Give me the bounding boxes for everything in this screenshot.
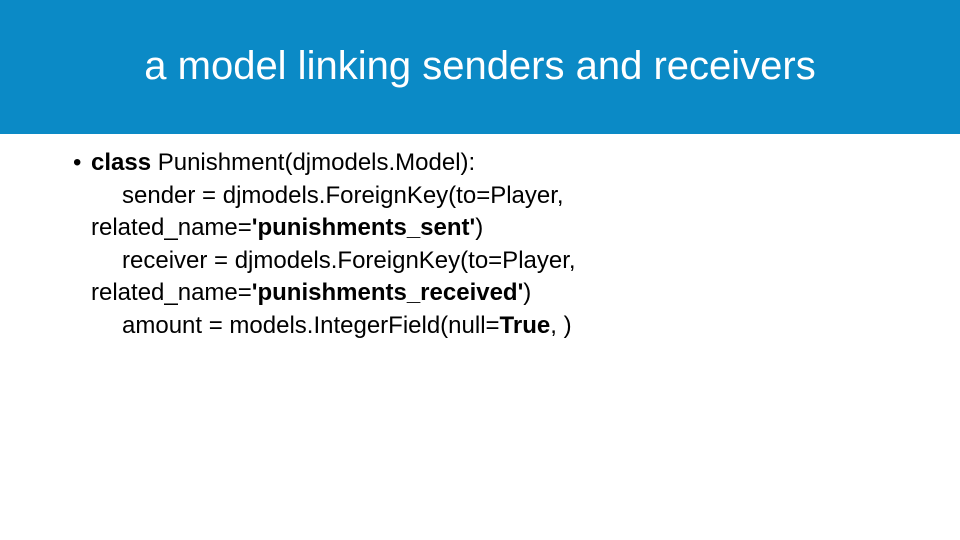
code-keyword-true: True (499, 311, 551, 339)
code-line-1-rest: Punishment(djmodels.Model): (151, 149, 476, 176)
code-line-3-pre: related_name= (91, 214, 252, 241)
title-band: a model linking senders and receivers (0, 0, 960, 134)
code-string-received: 'punishments_received' (251, 279, 524, 306)
code-bullet: • class Punishment(djmodels.Model): sende… (73, 147, 933, 342)
code-line-5: related_name='punishments_received') (73, 277, 933, 310)
code-line-5-post: ) (523, 279, 532, 306)
slide-title: a model linking senders and receivers (144, 44, 816, 88)
bullet-icon: • (73, 149, 82, 176)
code-line-3: related_name='punishments_sent') (73, 212, 933, 245)
code-string-sent: 'punishments_sent' (251, 214, 476, 241)
code-line-2: sender = djmodels.ForeignKey(to=Player, (122, 181, 564, 209)
code-line-4: receiver = djmodels.ForeignKey(to=Player… (122, 246, 576, 274)
code-line-5-pre: related_name= (91, 279, 252, 306)
code-line-3-post: ) (475, 214, 484, 241)
code-line-6-post: , ) (550, 311, 572, 339)
code-line-6: amount = models.IntegerField(null=True, … (73, 310, 933, 343)
code-line-6-pre: amount = models.IntegerField(null= (122, 311, 500, 339)
code-line-1: • class Punishment(djmodels.Model): (73, 147, 933, 180)
code-keyword-class: class (91, 149, 152, 176)
